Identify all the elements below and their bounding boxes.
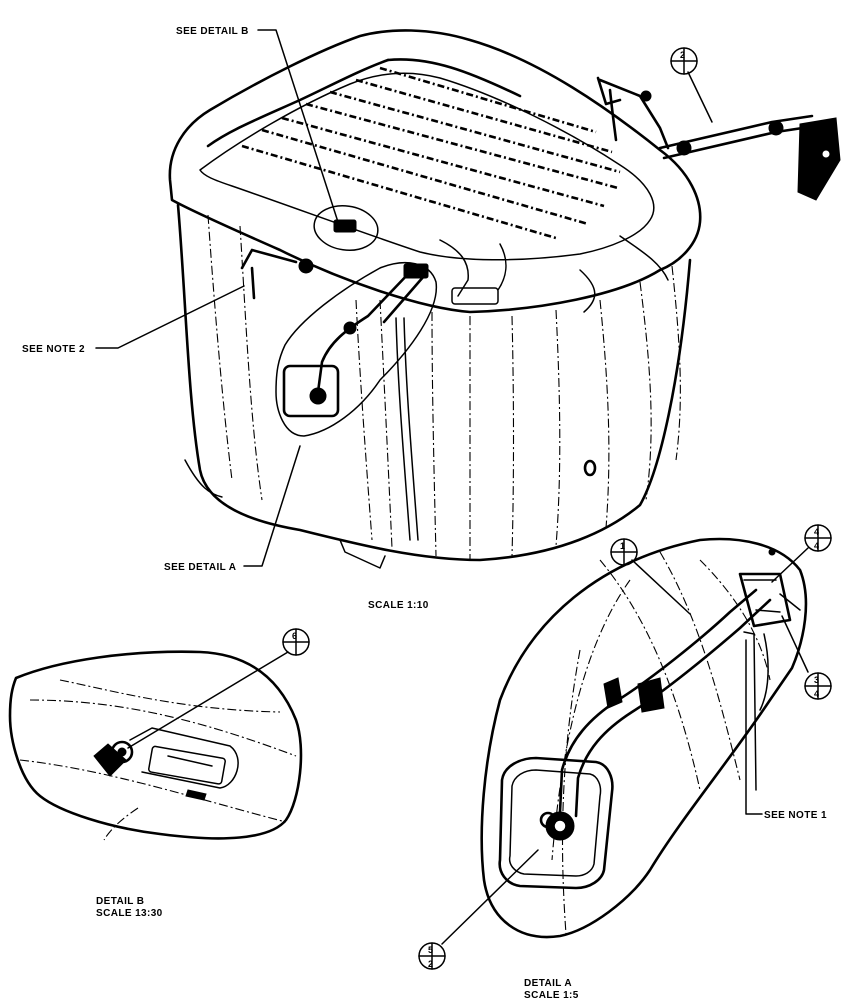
detail-a-view: 1 4 4 3 4 5 2 SEE NOTE 1: [418, 524, 832, 1000]
svg-text:4: 4: [814, 541, 819, 551]
svg-text:4: 4: [814, 527, 819, 537]
see-note-1-label: SEE NOTE 1: [764, 810, 827, 821]
balloon-item-5-2: 5 2: [418, 849, 539, 970]
svg-text:2: 2: [428, 959, 433, 969]
detail-b-title: DETAIL B: [96, 896, 144, 907]
detail-a-scale: SCALE 1:5: [524, 990, 579, 1000]
see-detail-b-label: SEE DETAIL B: [176, 26, 249, 37]
svg-text:2: 2: [680, 50, 685, 60]
see-note-2-label: SEE NOTE 2: [22, 344, 85, 355]
svg-text:3: 3: [814, 675, 819, 685]
svg-text:4: 4: [814, 689, 819, 699]
main-view-container: [168, 29, 841, 569]
balloon-item-4-4: 4 4: [771, 524, 832, 583]
svg-text:6: 6: [292, 631, 297, 641]
detail-a-title: DETAIL A: [524, 978, 572, 989]
detail-b-view: 6 DETAIL B SCALE 13:30: [8, 628, 310, 919]
svg-text:1: 1: [620, 541, 625, 551]
balloon-item-3-4: 3 4: [781, 615, 832, 700]
svg-text:5: 5: [428, 945, 433, 955]
detail-b-scale: SCALE 13:30: [96, 908, 163, 919]
see-detail-a-label: SEE DETAIL A: [164, 562, 236, 573]
main-view-annotations: SEE DETAIL B SEE NOTE 2 SEE DETAIL A SCA…: [22, 26, 713, 611]
main-view-scale-label: SCALE 1:10: [368, 600, 429, 611]
balloon-item-6: 6: [127, 628, 310, 749]
balloon-item-1: 1: [610, 538, 691, 615]
balloon-item-2: 2: [670, 47, 713, 123]
